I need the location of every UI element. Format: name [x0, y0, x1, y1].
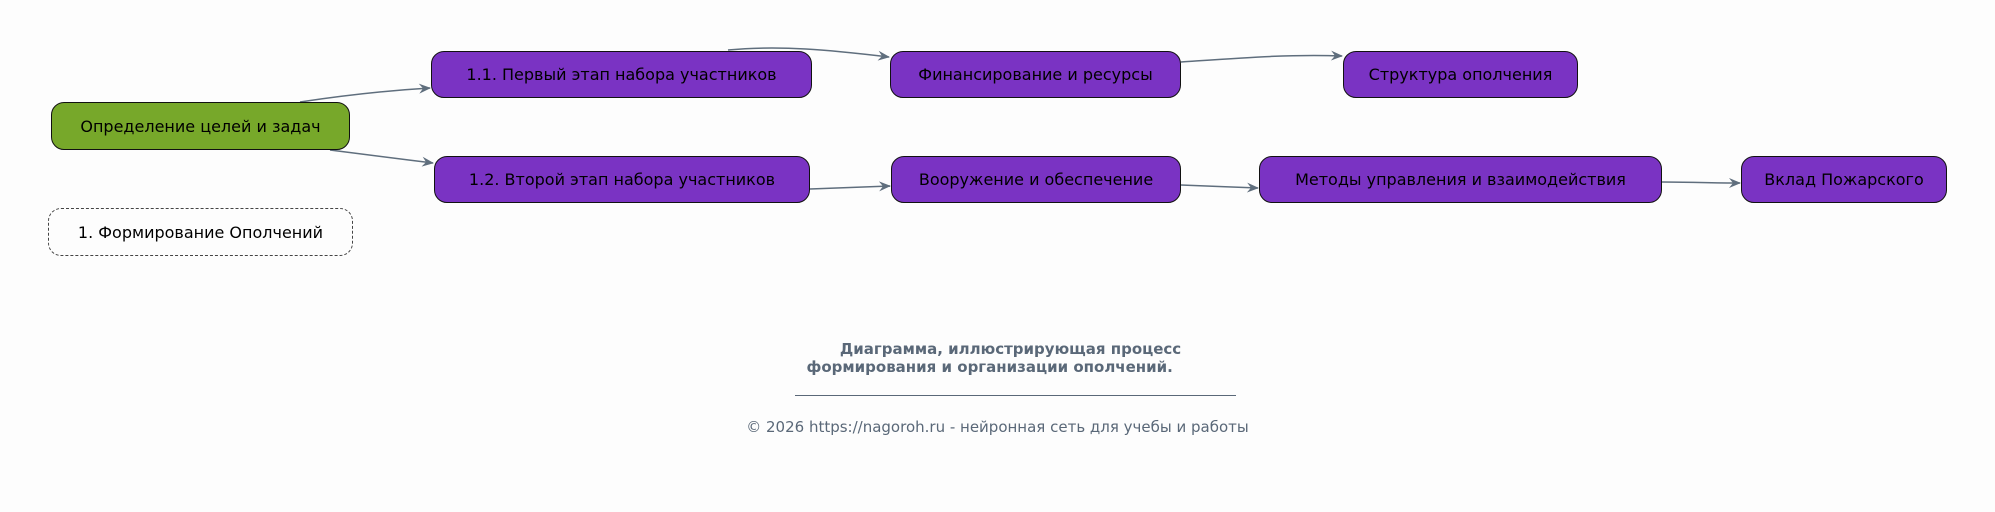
edge-goal-stage1 — [299, 83, 431, 103]
diagram-caption: Диаграмма, иллюстрирующая процесс формир… — [806, 340, 1182, 376]
edge-arms-methods — [1180, 182, 1259, 193]
edge-stage1-finance — [727, 47, 890, 61]
node-stage1[interactable]: 1.1. Первый этап набора участников — [431, 51, 812, 98]
edge-goal-stage2 — [329, 149, 434, 167]
node-goal[interactable]: Определение целей и задач — [51, 102, 350, 150]
edge-methods-pozharsky — [1661, 177, 1741, 188]
node-structure[interactable]: Структура ополчения — [1343, 51, 1578, 98]
cluster-label: 1. Формирование Ополчений — [48, 208, 353, 256]
node-pozharsky[interactable]: Вклад Пожарского — [1741, 156, 1947, 203]
copyright-text: © 2026 https://nagoroh.ru - нейронная се… — [746, 418, 1249, 436]
node-methods[interactable]: Методы управления и взаимодействия — [1259, 156, 1662, 203]
node-finance[interactable]: Финансирование и ресурсы — [890, 51, 1181, 98]
edge-stage2-arms — [809, 181, 891, 192]
node-stage2[interactable]: 1.2. Второй этап набора участников — [434, 156, 810, 203]
node-arms[interactable]: Вооружение и обеспечение — [891, 156, 1181, 203]
caption-divider — [795, 395, 1236, 396]
edge-finance-structure — [1180, 50, 1343, 63]
